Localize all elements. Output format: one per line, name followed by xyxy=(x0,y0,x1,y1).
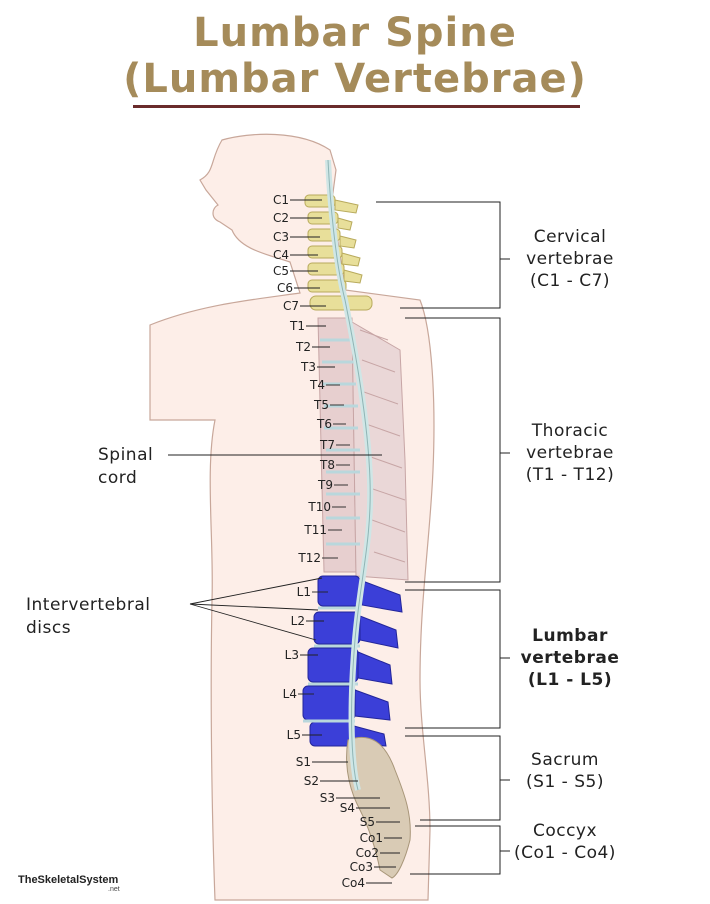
label-t5: T5 xyxy=(314,398,329,412)
label-l3: L3 xyxy=(284,648,299,662)
group-sacrum: Sacrum (S1 - S5) xyxy=(505,749,625,793)
group-lumbar-line1: Lumbar xyxy=(532,626,608,646)
brand-logo: TheSkeletalSystem xyxy=(18,874,119,886)
spinal-cord-label-line1: Spinal xyxy=(98,445,154,465)
label-co4: Co4 xyxy=(341,876,365,890)
label-t6: T6 xyxy=(317,417,332,431)
label-s2: S2 xyxy=(303,774,319,788)
group-cervical-line3: (C1 - C7) xyxy=(529,271,611,291)
spinal-cord-label-line2: cord xyxy=(98,468,138,488)
label-c1: C1 xyxy=(272,193,289,207)
label-c3: C3 xyxy=(272,230,289,244)
group-cervical-line1: Cervical xyxy=(533,227,607,247)
group-thoracic-line1: Thoracic xyxy=(531,421,609,441)
label-c6: C6 xyxy=(276,281,293,295)
group-thoracic-line2: vertebrae xyxy=(526,443,614,463)
label-l5: L5 xyxy=(286,728,301,742)
group-cervical-line2: vertebrae xyxy=(526,249,614,269)
label-t4: T4 xyxy=(310,378,325,392)
title-line-1: Lumbar Spine xyxy=(193,10,517,56)
group-coccyx: Coccyx (Co1 - Co4) xyxy=(505,820,625,864)
group-lumbar-line3: (L1 - L5) xyxy=(527,670,613,690)
label-t11: T11 xyxy=(304,523,327,537)
label-c5: C5 xyxy=(272,264,289,278)
title-line-2: (Lumbar Vertebrae) xyxy=(123,56,587,102)
group-lumbar: Lumbar vertebrae (L1 - L5) xyxy=(510,625,630,691)
discs-label-line1: Intervertebral xyxy=(26,595,151,615)
label-t9: T9 xyxy=(318,478,333,492)
label-c4: C4 xyxy=(272,248,289,262)
label-t1: T1 xyxy=(290,319,305,333)
group-coccyx-line1: Coccyx xyxy=(532,821,598,841)
group-cervical: Cervical vertebrae (C1 - C7) xyxy=(510,226,630,292)
group-sacrum-line1: Sacrum xyxy=(531,750,599,770)
title-underline xyxy=(133,105,580,108)
label-s3: S3 xyxy=(319,791,335,805)
label-c7: C7 xyxy=(282,299,299,313)
label-l1: L1 xyxy=(296,585,311,599)
brand-suffix: .net xyxy=(108,886,120,893)
label-t3: T3 xyxy=(301,360,316,374)
lumbar-vertebrae xyxy=(302,575,403,747)
label-l2: L2 xyxy=(290,614,305,628)
label-s4: S4 xyxy=(339,801,355,815)
label-co3: Co3 xyxy=(349,860,373,874)
group-coccyx-line2: (Co1 - Co4) xyxy=(514,843,616,863)
spinal-cord-label: Spinal cord xyxy=(98,444,153,490)
label-s1: S1 xyxy=(295,755,311,769)
discs-label: Intervertebral discs xyxy=(26,594,150,640)
label-co1: Co1 xyxy=(359,831,383,845)
label-t12: T12 xyxy=(298,551,321,565)
label-co2: Co2 xyxy=(355,846,379,860)
label-t8: T8 xyxy=(320,458,335,472)
group-thoracic: Thoracic vertebrae (T1 - T12) xyxy=(510,420,630,486)
label-t7: T7 xyxy=(320,438,335,452)
label-s5: S5 xyxy=(359,815,375,829)
label-t2: T2 xyxy=(296,340,311,354)
label-c2: C2 xyxy=(272,211,289,225)
group-thoracic-line3: (T1 - T12) xyxy=(525,465,615,485)
group-lumbar-line2: vertebrae xyxy=(520,648,620,668)
group-sacrum-line2: (S1 - S5) xyxy=(526,772,604,792)
label-t10: T10 xyxy=(308,500,331,514)
discs-label-line2: discs xyxy=(26,618,72,638)
label-l4: L4 xyxy=(282,687,297,701)
